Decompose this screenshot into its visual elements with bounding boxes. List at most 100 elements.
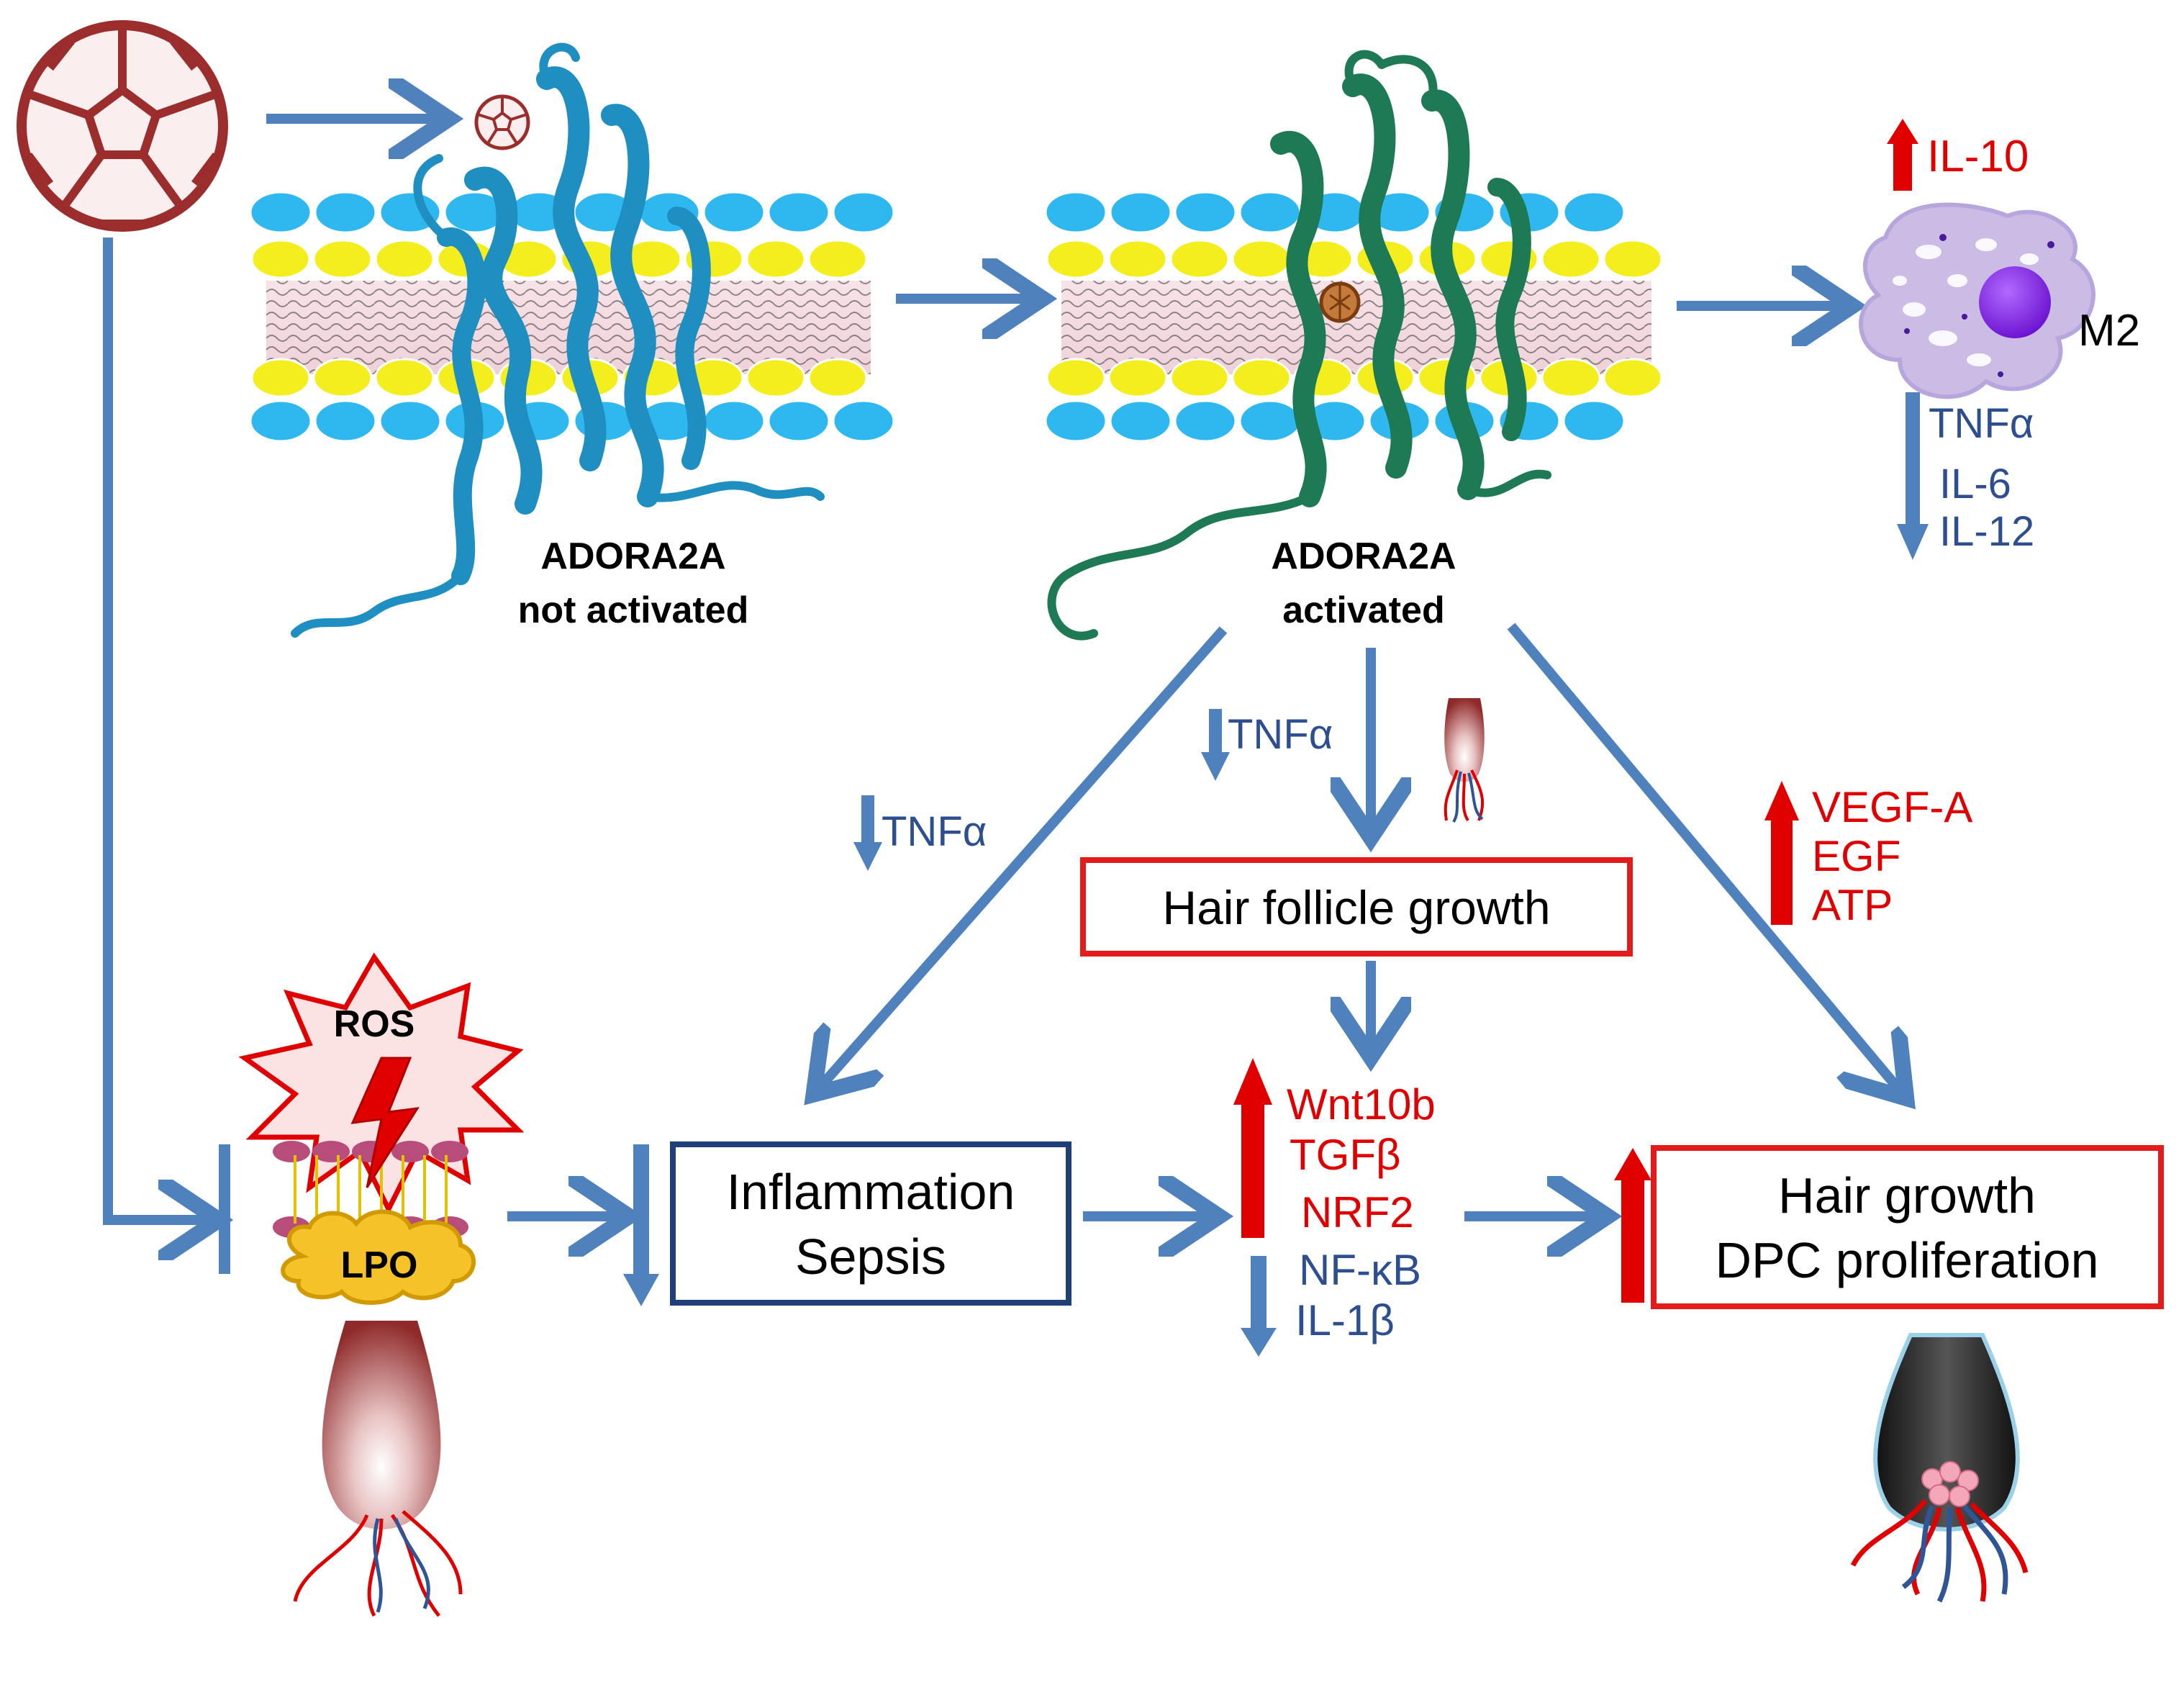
membrane-head-inner: [1541, 358, 1601, 398]
membrane-head-outer: [1109, 191, 1172, 234]
membrane-head-inner: [746, 239, 806, 279]
macrophage-down-3: IL-12: [1939, 508, 2034, 555]
membrane-head-inner: [1231, 358, 1292, 398]
protein-active-icon: [1047, 50, 1551, 641]
membrane-head-inner: [312, 239, 373, 279]
hair-growth-label-2: DPC proliferation: [1716, 1232, 2099, 1288]
hair-follicle-growth-box: [1080, 857, 1633, 957]
membrane-head-inner: [1046, 239, 1106, 279]
lpo-cloud-icon: [281, 1209, 476, 1305]
membrane-head-inner: [250, 239, 311, 279]
membrane-head-outer: [767, 191, 830, 234]
macrophage-icon: [1859, 202, 2095, 399]
macrophage-down-2: IL-6: [1939, 461, 2011, 507]
up-arrow-icon: [1887, 119, 1918, 191]
membrane-head-outer: [1174, 399, 1237, 443]
membrane-head-outer: [379, 399, 442, 443]
fullerene-icon: [17, 20, 228, 232]
connector-fullerene-to-lpo: [103, 238, 209, 1220]
membrane-head-inner: [1541, 239, 1601, 279]
membrane-head-outer: [1238, 399, 1302, 443]
lipid-head: [312, 1141, 350, 1162]
membrane-head-outer: [1044, 399, 1107, 443]
membrane-head-inner: [374, 358, 435, 398]
membrane-head-outer: [314, 399, 377, 443]
up-arrow-icon: [1764, 781, 1799, 925]
membrane-head-inner: [1107, 358, 1168, 398]
membrane-head-inner: [1603, 239, 1663, 279]
signaling-up-3: NRF2: [1301, 1188, 1414, 1236]
signaling-down-2: IL-1β: [1295, 1296, 1395, 1344]
receptor-inactive-state: not activated: [518, 589, 749, 631]
membrane-head-outer: [767, 399, 830, 443]
inflammation-label-2: Sepsis: [795, 1229, 946, 1285]
arrow-to-inflammation: [820, 626, 1228, 1087]
down-arrow-icon: [1201, 709, 1230, 781]
down-arrow-icon: [853, 795, 882, 871]
membrane-head-outer: [832, 191, 895, 234]
membrane-head-outer: [1562, 191, 1626, 234]
lipid-head: [273, 1141, 310, 1162]
membrane-head-outer: [379, 191, 442, 234]
signaling-down-1: NF-κB: [1299, 1246, 1421, 1294]
membrane-head-inner: [1107, 239, 1168, 279]
membrane-head-inner: [1169, 239, 1230, 279]
signaling-up-1: Wnt10b: [1287, 1080, 1436, 1129]
membrane-head-inner: [1169, 358, 1230, 398]
membrane-head-inner: [1603, 358, 1663, 398]
lipid-head: [431, 1141, 468, 1162]
growth-factor-1: VEGF-A: [1812, 783, 1972, 831]
hair-growth-box: [1651, 1145, 2164, 1309]
tnf-center-label: TNFα: [1228, 711, 1333, 758]
membrane-head-outer: [832, 399, 895, 443]
membrane-head-outer: [314, 191, 377, 234]
membrane-head-inner: [746, 358, 806, 398]
membrane-head-inner: [374, 239, 435, 279]
ros-label: ROS: [334, 1003, 415, 1045]
signaling-up-2: TGFβ: [1290, 1131, 1400, 1179]
inflammation-box: [670, 1141, 1071, 1306]
hair-follicle-dark-icon: [1850, 1333, 2029, 1603]
membrane-head-inner: [1046, 358, 1106, 398]
membrane-head-outer: [1562, 399, 1626, 443]
lipid-head: [391, 1141, 429, 1162]
down-arrow-icon: [623, 1144, 659, 1306]
hair-follicle-red-icon: [293, 1321, 463, 1617]
lpo-label: LPO: [341, 1244, 418, 1286]
receptor-active-state: activated: [1282, 589, 1444, 631]
membrane-head-outer: [249, 399, 312, 443]
down-arrow-icon: [1897, 392, 1929, 560]
lightning-icon: [350, 1057, 420, 1188]
hair-growth-label-1: Hair growth: [1778, 1167, 2036, 1224]
membrane-head-inner: [250, 358, 311, 398]
up-arrow-icon: [1233, 1058, 1272, 1238]
nucleus-icon: [1979, 266, 2051, 338]
macrophage-up-marker: IL-10: [1927, 132, 2029, 181]
hair-follicle-small-icon: [1444, 698, 1485, 823]
fullerene-bound-icon: [1319, 281, 1361, 323]
receptor-inactive-name: ADORA2A: [540, 535, 725, 577]
growth-factor-3: ATP: [1812, 881, 1893, 929]
membrane-head-outer: [249, 191, 312, 234]
down-arrow-icon: [1241, 1256, 1277, 1357]
macrophage-type: M2: [2078, 306, 2140, 356]
protein-inactive-icon: [291, 42, 825, 638]
membrane-head-inner: [807, 239, 868, 279]
inflammation-label-1: Inflammation: [727, 1164, 1015, 1220]
receptor-active-name: ADORA2A: [1271, 535, 1456, 577]
arrow-to-hair-growth: [1507, 623, 1900, 1090]
hair-follicle-growth-label: Hair follicle growth: [1162, 881, 1550, 934]
membrane-head-outer: [1174, 191, 1237, 234]
membrane-head-outer: [702, 399, 766, 443]
membrane-head-outer: [1238, 191, 1302, 234]
up-arrow-icon: [1614, 1148, 1651, 1303]
membrane-head-inner: [312, 358, 373, 398]
membrane-head-outer: [702, 191, 766, 234]
membrane-head-outer: [1109, 399, 1172, 443]
membrane-head-inner: [1231, 239, 1292, 279]
membrane-head-outer: [1044, 191, 1107, 234]
fullerene-small-icon: [474, 94, 530, 150]
tnf-left-label: TNFα: [882, 808, 987, 855]
growth-factor-2: EGF: [1812, 832, 1900, 880]
